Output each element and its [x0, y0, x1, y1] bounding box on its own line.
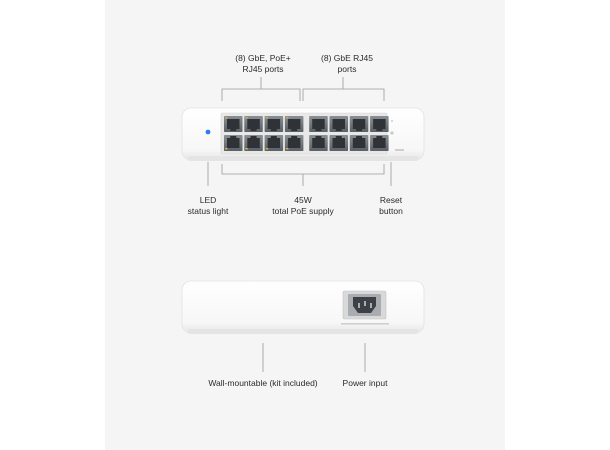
led-status-label-line2: status light	[187, 206, 229, 216]
poe-supply-label: 45W total PoE supply	[258, 195, 348, 217]
rj45-port[interactable]	[264, 135, 284, 151]
rj45-port[interactable]	[370, 116, 389, 132]
poe-ports-label-line1: (8) GbE, PoE+	[235, 53, 291, 63]
poe-ports-label: (8) GbE, PoE+ RJ45 ports	[218, 53, 308, 75]
rj45-port[interactable]	[264, 116, 284, 132]
rj45-port[interactable]	[349, 116, 369, 132]
rj45-ports-bracket	[302, 77, 385, 101]
rj45-port[interactable]	[329, 135, 349, 151]
rj45-port[interactable]	[224, 135, 243, 151]
wall-mount-label: Wall-mountable (kit included)	[208, 378, 318, 388]
reset-button[interactable]	[390, 131, 394, 135]
rj45-port[interactable]	[224, 116, 243, 132]
led-status-light	[205, 129, 211, 135]
poe-supply-label-line1: 45W	[294, 195, 312, 205]
reset-button-label-line2: button	[379, 206, 403, 216]
poe-supply-label-line2: total PoE supply	[272, 206, 334, 216]
rj45-port[interactable]	[349, 135, 369, 151]
bottom-callout-lines	[207, 162, 392, 186]
rj45-port[interactable]	[370, 135, 389, 151]
rj45-port[interactable]	[284, 135, 304, 151]
power-input-label: Power input	[342, 378, 388, 388]
rating-text-mark	[341, 323, 389, 325]
model-marking	[395, 149, 404, 151]
poe-ports-label-line2: RJ45 ports	[242, 64, 284, 74]
rj45-port[interactable]	[244, 135, 263, 151]
ethernet-ports	[224, 116, 389, 151]
figure-panel	[105, 0, 505, 450]
reset-button-label-line1: Reset	[379, 195, 403, 205]
rj45-ports-label-line1: (8) GbE RJ45	[321, 53, 373, 63]
rj45-port[interactable]	[244, 116, 263, 132]
switch-back	[181, 280, 425, 334]
rj45-ports-label-line2: ports	[337, 64, 357, 74]
rj45-port[interactable]	[309, 116, 328, 132]
poe-ports-bracket	[221, 77, 301, 101]
led-status-label: LED status light	[180, 195, 236, 217]
rj45-port[interactable]	[329, 116, 349, 132]
uplink-led-icon	[390, 119, 394, 123]
reset-button-label: Reset button	[366, 195, 416, 217]
rj45-port[interactable]	[284, 116, 304, 132]
led-status-label-line1: LED	[199, 195, 217, 205]
rj45-ports-label: (8) GbE RJ45 ports	[302, 53, 392, 75]
rj45-port[interactable]	[309, 135, 328, 151]
switch-front	[181, 107, 425, 161]
